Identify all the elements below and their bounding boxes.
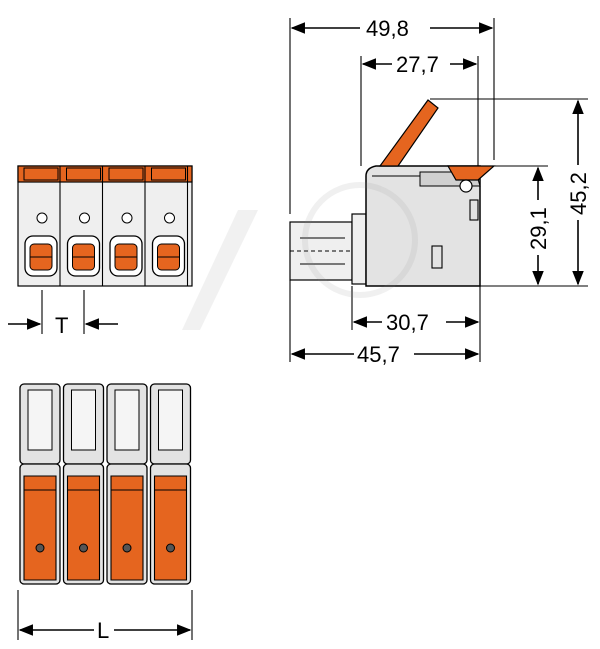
top-lever xyxy=(66,475,101,581)
dim-total-length: 49,8 xyxy=(366,16,409,41)
release-slot xyxy=(79,212,90,224)
release-slot xyxy=(121,212,133,224)
top-pole xyxy=(19,383,61,585)
top-lever xyxy=(153,475,188,581)
top-pole xyxy=(106,383,148,585)
top-pole xyxy=(62,383,105,585)
dim-total-height: 45,2 xyxy=(566,172,591,215)
front-lever-tab xyxy=(66,167,101,181)
top-pole-slot xyxy=(71,389,96,451)
dim-body-height: 29,1 xyxy=(526,207,551,250)
front-pole xyxy=(66,166,104,286)
front-pole xyxy=(23,166,61,286)
top-lever xyxy=(23,475,57,581)
pitch-label: T xyxy=(55,313,68,338)
top-view: L xyxy=(17,383,193,643)
release-slot xyxy=(164,212,175,224)
side-lever-tip xyxy=(446,165,496,181)
lever-rivet xyxy=(35,543,45,553)
top-pole xyxy=(149,383,192,585)
side-housing xyxy=(365,165,481,287)
lever-rivet xyxy=(122,543,132,553)
top-pole-slot xyxy=(27,389,53,451)
dim-lever-width: 27,7 xyxy=(396,52,439,77)
top-pole-slot xyxy=(114,389,140,451)
front-view: T xyxy=(8,165,193,338)
release-slot xyxy=(36,212,48,224)
front-lever-tab xyxy=(151,167,186,181)
length-label: L xyxy=(97,618,109,643)
front-lever-tab xyxy=(108,167,144,181)
side-view: 49,8 27,7 45,2 29,1 30,7 45,7 xyxy=(289,16,591,367)
side-lever xyxy=(378,99,439,167)
front-pole xyxy=(151,166,189,286)
front-lever-tab xyxy=(23,167,59,181)
watermark-graphic xyxy=(182,182,418,330)
front-pole xyxy=(108,166,146,286)
top-lever xyxy=(110,475,144,581)
front-lever-strip xyxy=(17,165,193,183)
lever-rivet xyxy=(79,543,88,553)
top-pole-slot xyxy=(158,389,183,451)
dim-overall-depth: 45,7 xyxy=(357,342,400,367)
lever-rivet xyxy=(166,543,175,553)
dim-body-depth: 30,7 xyxy=(386,310,429,335)
